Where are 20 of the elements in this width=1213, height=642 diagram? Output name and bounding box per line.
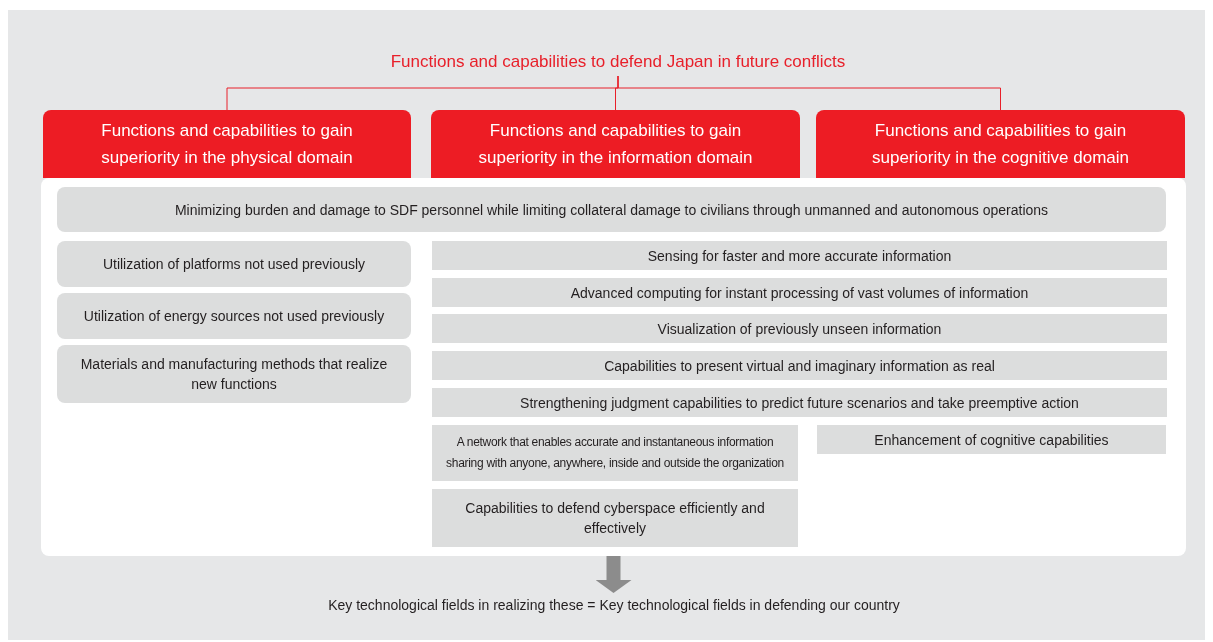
capability-box: Utilization of energy sources not used previously	[57, 293, 411, 339]
capability-box: Materials and manufacturing methods that realize new functions	[57, 345, 411, 403]
capability-box: Sensing for faster and more accurate information	[432, 241, 1167, 270]
capability-box: Advanced computing for instant processing of vast volumes of information	[432, 278, 1167, 307]
capability-box: Capabilities to defend cyberspace efficiently and effectively	[432, 489, 798, 547]
capability-box: Utilization of platforms not used previously	[57, 241, 411, 287]
capability-box: A network that enables accurate and instantaneous information sharing with anyone, anywhere, inside and outside the organization	[432, 425, 798, 481]
domain-box: Functions and capabilities to gain superiority in the information domain	[431, 110, 800, 178]
capability-box: Minimizing burden and damage to SDF personnel while limiting collateral damage to civilians through unmanned and autonomous operations	[57, 187, 1166, 232]
domain-box: Functions and capabilities to gain superiority in the cognitive domain	[816, 110, 1185, 178]
panel-background	[41, 178, 1186, 556]
domain-box: Functions and capabilities to gain superiority in the physical domain	[43, 110, 411, 178]
capability-box: Capabilities to present virtual and imaginary information as real	[432, 351, 1167, 380]
capability-box: Enhancement of cognitive capabilities	[817, 425, 1166, 454]
capability-box: Strengthening judgment capabilities to predict future scenarios and take preemptive action	[432, 388, 1167, 417]
heading-text: Functions and capabilities to defend Japan in future conflicts	[330, 48, 906, 76]
connector-line	[617, 75, 1001, 111]
conclusion-text: Key technological fields in realizing these = Key technological fields in defending our country	[250, 594, 978, 616]
capability-box: Visualization of previously unseen information	[432, 314, 1167, 343]
down-arrow	[595, 556, 632, 593]
